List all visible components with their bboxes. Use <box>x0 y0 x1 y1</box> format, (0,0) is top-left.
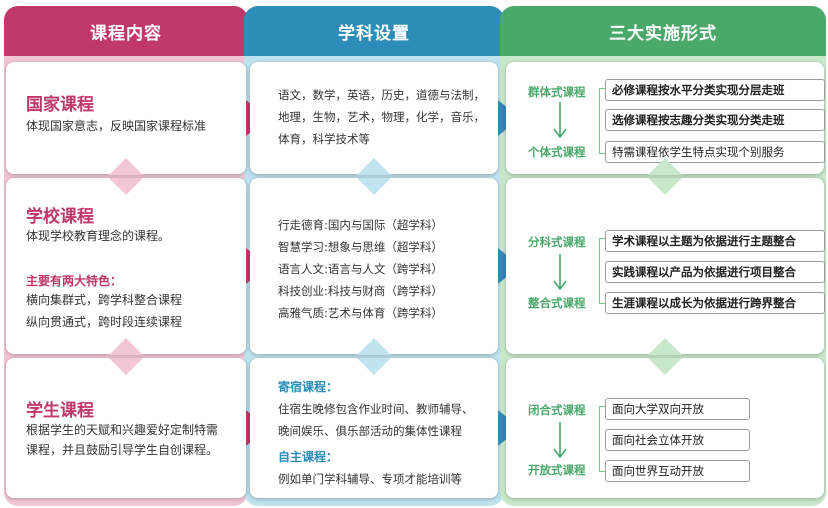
header-implementation-forms: 三大实施形式 <box>500 6 826 56</box>
student-desc-line-1: 根据学生的天赋和兴趣爱好定制特需 <box>26 423 219 437</box>
card-notch-top <box>648 178 682 195</box>
card-notch <box>357 158 391 175</box>
form-label-closed: 闭合式课程 <box>528 403 586 417</box>
national-item-2: 选修课程按志趣分类实现分类走班 <box>605 109 825 131</box>
school-feature-2: 纵向贯通式，跨时段连续课程 <box>26 315 183 329</box>
school-subject-4: 科技创业:科技与财商（跨学科） <box>278 284 443 298</box>
national-item-1: 必修课程按水平分类实现分层走班 <box>605 79 825 101</box>
student-course-card: 学生课程 根据学生的天赋和兴趣爱好定制特需 课程，并且鼓励引导学生自创课程。 <box>6 358 246 498</box>
down-arrow-icon <box>553 422 567 459</box>
header-subject-setup: 学科设置 <box>244 6 504 56</box>
card-notch-top <box>648 358 682 375</box>
student-item-3: 面向世界互动开放 <box>605 460 750 482</box>
school-course-card: 学校课程 体现学校教育理念的课程。 主要有两大特色： 横向集群式，跨学科整合课程… <box>6 178 246 355</box>
header-course-content: 课程内容 <box>4 6 248 56</box>
school-item-1: 学术课程以主题为依据进行主题整合 <box>605 230 825 252</box>
national-subjects-line-1: 语文，数学，英语，历史，道德与法制， <box>278 88 485 102</box>
national-course-card: 国家课程 体现国家意志，反映国家课程标准 <box>6 62 246 175</box>
student-subjects-card: 寄宿课程： 住宿生晚修包含作业时间、教师辅导、 晚间娱乐、俱乐部活动的集体性课程… <box>250 358 498 498</box>
school-subject-3: 语言人文:语言与人文（跨学科） <box>278 262 443 276</box>
student-forms-card: 闭合式课程 开放式课程 面向大学双向开放 面向社会立体开放 面向世界互动开放 <box>506 358 824 498</box>
school-forms-card: 分科式课程 整合式课程 学术课程以主题为依据进行主题整合 实践课程以产品为依据进… <box>506 178 825 355</box>
school-subject-2: 智慧学习:想象与思维（超学科） <box>278 240 443 254</box>
national-course-desc: 体现国家意志，反映国家课程标准 <box>26 119 207 133</box>
card-notch <box>648 158 682 175</box>
bracket <box>599 238 607 304</box>
national-item-3: 特需课程依学生特点实现个别服务 <box>605 141 825 163</box>
card-notch-top <box>109 178 143 195</box>
card-notch <box>109 158 143 175</box>
school-feature-1: 横向集群式，跨学科整合课程 <box>26 293 183 307</box>
school-item-3: 生涯课程以成长为依据进行跨界整合 <box>605 292 825 314</box>
national-subjects-line-3: 体育，科学技术等 <box>278 132 370 146</box>
student-item-2: 面向社会立体开放 <box>605 429 750 451</box>
school-course-title: 学校课程 <box>26 207 94 227</box>
form-label-group: 群体式课程 <box>528 85 586 99</box>
form-label-integrated: 整合式课程 <box>528 296 586 310</box>
bracket <box>599 88 607 154</box>
self-directed-text: 例如单门学科辅导、专项才能培训等 <box>278 472 462 486</box>
down-arrow-icon <box>553 254 567 291</box>
national-subjects-card: 语文，数学，英语，历史，道德与法制， 地理，生物，艺术，物理，化学，音乐， 体育… <box>250 62 498 175</box>
school-subjects-card: 行走德育:国内与国际（超学科） 智慧学习:想象与思维（超学科） 语言人文:语言与… <box>250 178 498 355</box>
national-forms-card: 群体式课程 个体式课程 必修课程按水平分类实现分层走班 选修课程按志趣分类实现分… <box>506 62 825 175</box>
card-notch <box>648 338 682 355</box>
school-subject-5: 高雅气质:艺术与体育（跨学科） <box>278 306 443 320</box>
form-label-open: 开放式课程 <box>528 463 586 477</box>
card-notch <box>109 338 143 355</box>
card-notch <box>357 338 391 355</box>
school-features-title: 主要有两大特色： <box>26 274 123 288</box>
card-notch-top <box>357 178 391 195</box>
down-arrow-icon <box>553 102 567 139</box>
form-label-subject-based: 分科式课程 <box>528 235 586 249</box>
national-course-title: 国家课程 <box>26 95 94 115</box>
student-item-1: 面向大学双向开放 <box>605 398 750 420</box>
form-label-individual: 个体式课程 <box>528 145 586 159</box>
student-course-title: 学生课程 <box>26 401 94 421</box>
card-notch-top <box>109 358 143 375</box>
card-notch-top <box>357 358 391 375</box>
national-subjects-line-2: 地理，生物，艺术，物理，化学，音乐， <box>278 110 485 124</box>
boarding-course-title: 寄宿课程： <box>278 380 339 394</box>
school-subject-1: 行走德育:国内与国际（超学科） <box>278 218 443 232</box>
student-desc-line-2: 课程，并且鼓励引导学生自创课程。 <box>26 443 219 457</box>
self-directed-title: 自主课程： <box>278 450 339 464</box>
bracket <box>599 406 607 472</box>
boarding-course-line-1: 住宿生晚修包含作业时间、教师辅导、 <box>278 402 474 416</box>
school-course-desc: 体现学校教育理念的课程。 <box>26 229 171 243</box>
school-item-2: 实践课程以产品为依据进行项目整合 <box>605 261 825 283</box>
boarding-course-line-2: 晚间娱乐、俱乐部活动的集体性课程 <box>278 424 462 438</box>
